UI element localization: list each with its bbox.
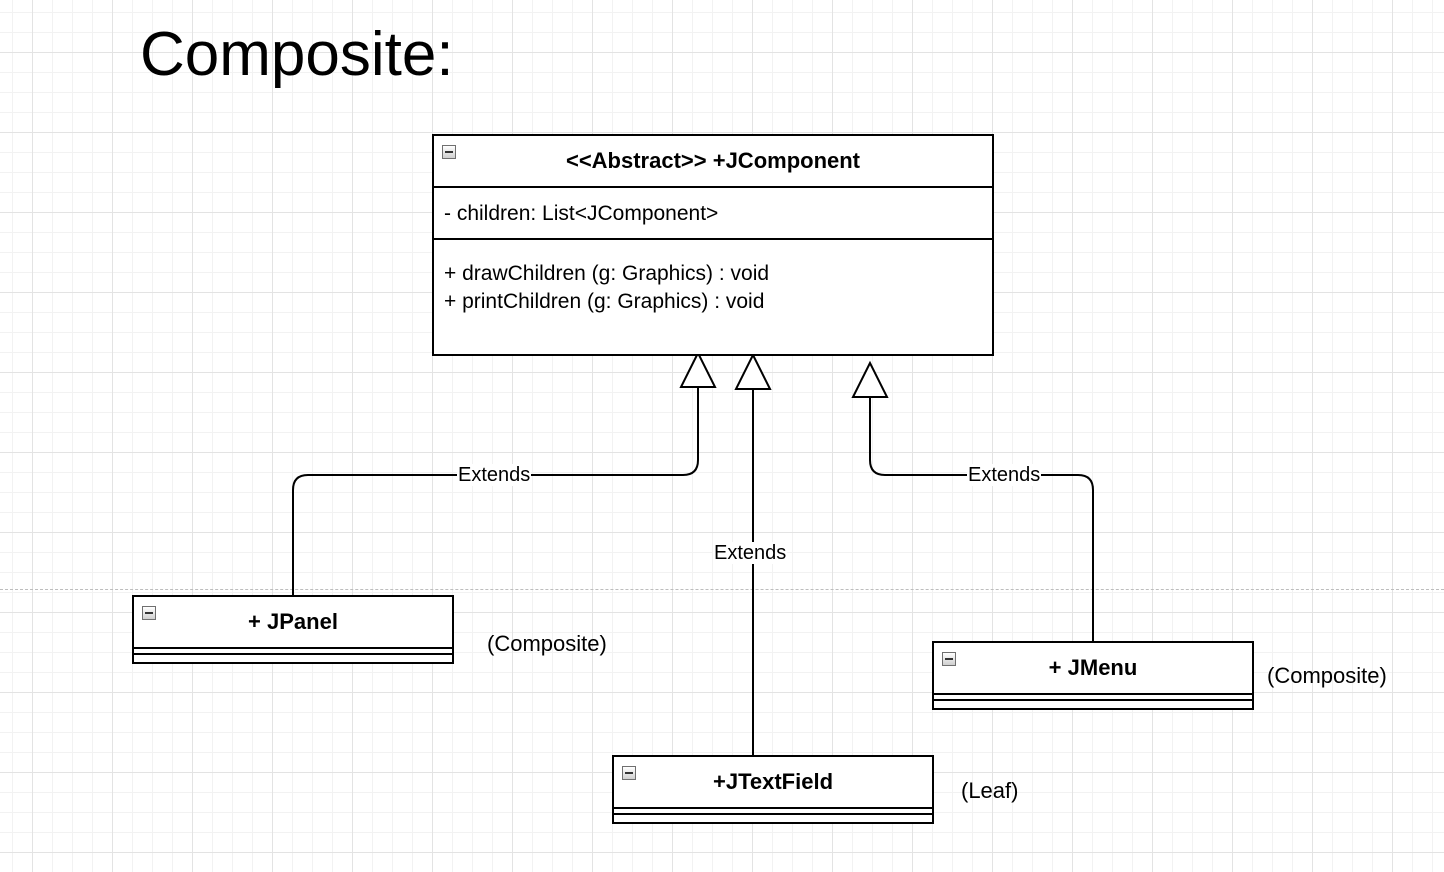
- class-jmenu-operations: [934, 699, 1252, 705]
- class-jcomponent-header: <<Abstract>> +JComponent: [434, 136, 992, 186]
- panel-extends-label: Extends: [457, 464, 532, 486]
- class-jcomponent-operations: + drawChildren (g: Graphics) : void + pr…: [434, 238, 992, 316]
- text-field-inheritance-arrow: [734, 352, 772, 390]
- class-jpanel-attributes: [134, 647, 452, 653]
- class-jcomponent-name: <<Abstract>> +JComponent: [565, 148, 861, 173]
- operation-print-children: + printChildren (g: Graphics) : void: [444, 290, 765, 313]
- attribute-children: - children: List<JComponent>: [444, 202, 719, 225]
- class-jmenu-attributes: [934, 693, 1252, 699]
- class-jtextfield-name: +JTextField: [712, 769, 834, 794]
- jpanel-role-note: (Composite): [487, 631, 607, 656]
- class-jpanel-operations: [134, 653, 452, 659]
- collapse-minus-icon[interactable]: [442, 145, 456, 159]
- class-jtextfield-operations: [614, 813, 932, 819]
- class-jmenu-header: + JMenu: [934, 643, 1252, 693]
- class-jtextfield-header: +JTextField: [614, 757, 932, 807]
- menu-inheritance-arrow: [851, 360, 889, 398]
- class-jtextfield-attributes: [614, 807, 932, 813]
- class-jcomponent[interactable]: <<Abstract>> +JComponent - children: Lis…: [432, 134, 994, 356]
- class-jpanel[interactable]: + JPanel: [132, 595, 454, 664]
- class-jtextfield[interactable]: +JTextField: [612, 755, 934, 824]
- class-jpanel-header: + JPanel: [134, 597, 452, 647]
- class-jpanel-name: + JPanel: [248, 609, 338, 634]
- page-break-line: [0, 589, 1444, 590]
- menu-extends-edge[interactable]: [869, 397, 1094, 641]
- jtextfield-role-note: (Leaf): [961, 778, 1019, 803]
- collapse-minus-icon[interactable]: [142, 606, 156, 620]
- diagram-title: Composite:: [140, 20, 454, 89]
- panel-inheritance-arrow: [679, 350, 717, 388]
- operation-draw-children: + drawChildren (g: Graphics) : void: [444, 262, 770, 285]
- text-field-extends-label: Extends: [713, 542, 788, 564]
- panel-extends-edge[interactable]: [292, 387, 699, 596]
- collapse-minus-icon[interactable]: [942, 652, 956, 666]
- menu-extends-label: Extends: [967, 464, 1042, 486]
- class-jcomponent-attributes: - children: List<JComponent>: [434, 186, 992, 238]
- class-jmenu-name: + JMenu: [1048, 655, 1138, 680]
- collapse-minus-icon[interactable]: [622, 766, 636, 780]
- class-jmenu[interactable]: + JMenu: [932, 641, 1254, 710]
- jmenu-role-note: (Composite): [1267, 663, 1387, 688]
